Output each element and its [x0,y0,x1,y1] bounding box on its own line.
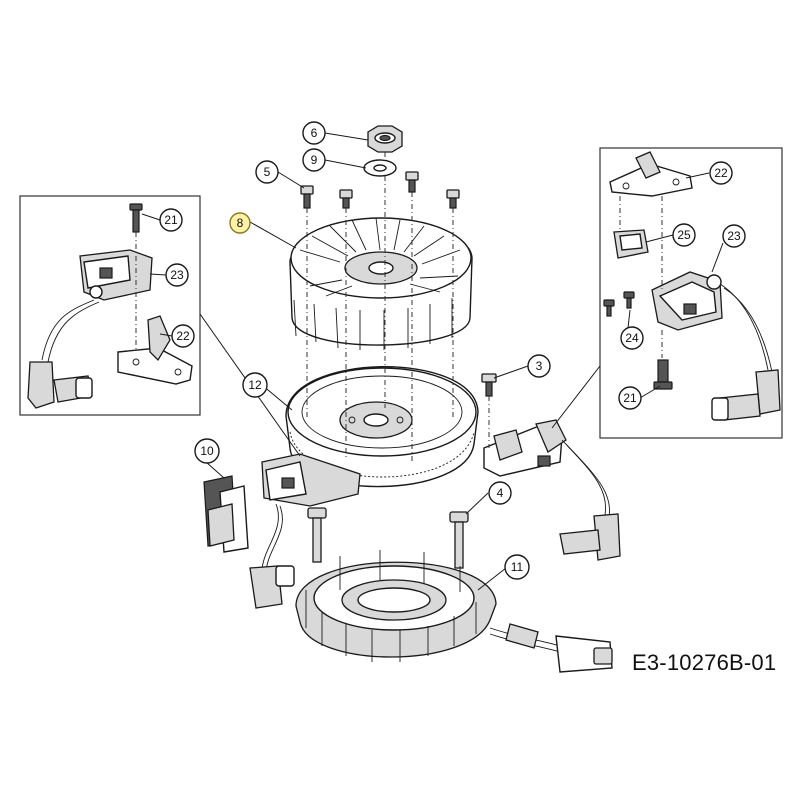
callout-leaders [141,132,724,591]
magnets-10 [203,475,249,553]
nut-6 [367,125,403,153]
fan-8 [289,217,473,350]
svg-text:21: 21 [623,391,637,405]
ignition-module-right [483,419,621,561]
svg-text:9: 9 [311,153,318,167]
callout-3: 3 [527,354,551,378]
svg-text:24: 24 [625,331,639,345]
washer-9 [363,159,397,177]
svg-text:12: 12 [248,378,262,392]
ignition-coil-left [79,249,153,301]
svg-text:4: 4 [497,486,504,500]
callout-8: 8 [229,212,251,234]
drawing-code: E3-10276B-01 [632,650,777,675]
callout-9: 9 [302,148,326,172]
svg-text:8: 8 [237,216,244,230]
callout-23-right: 23 [722,224,746,248]
flywheel-bolts-5 [300,171,460,209]
svg-text:22: 22 [714,166,728,180]
callout-5: 5 [255,160,279,184]
spark-plug-boot-left [27,299,100,409]
svg-text:25: 25 [677,228,691,242]
svg-text:21: 21 [164,213,178,227]
callout-21-left: 21 [159,208,183,232]
inset-leader-right [551,365,601,429]
bolt-3 [481,373,497,397]
svg-text:22: 22 [176,329,190,343]
svg-text:23: 23 [170,268,184,282]
spark-plug-boot-right [711,283,781,421]
clip-25 [613,229,649,259]
ignition-module-left [249,453,361,609]
svg-text:6: 6 [311,126,318,140]
svg-text:10: 10 [200,444,214,458]
callout-11: 11 [504,554,530,580]
bracket-22-left [117,315,193,385]
callout-23-left: 23 [165,263,189,287]
callout-21-right: 21 [618,386,642,410]
svg-text:11: 11 [511,560,524,574]
svg-text:23: 23 [727,229,741,243]
bracket-22-right [609,151,693,197]
assembly-lines [306,152,490,462]
stator-bolts-4 [307,507,469,569]
callout-22-right: 22 [709,161,733,185]
svg-text:3: 3 [536,359,543,373]
callout-12: 12 [242,372,268,398]
callout-24: 24 [620,326,644,350]
svg-text:5: 5 [264,165,271,179]
callout-10: 10 [194,438,220,464]
left-inset [19,195,201,416]
ignition-coil-right [651,271,723,331]
screws-24 [603,291,635,317]
callout-6: 6 [302,121,326,145]
stator-11 [295,550,613,673]
flywheel-12 [285,366,479,488]
callout-4: 4 [488,481,512,505]
callout-25: 25 [672,223,696,247]
callout-22-left: 22 [171,324,195,348]
